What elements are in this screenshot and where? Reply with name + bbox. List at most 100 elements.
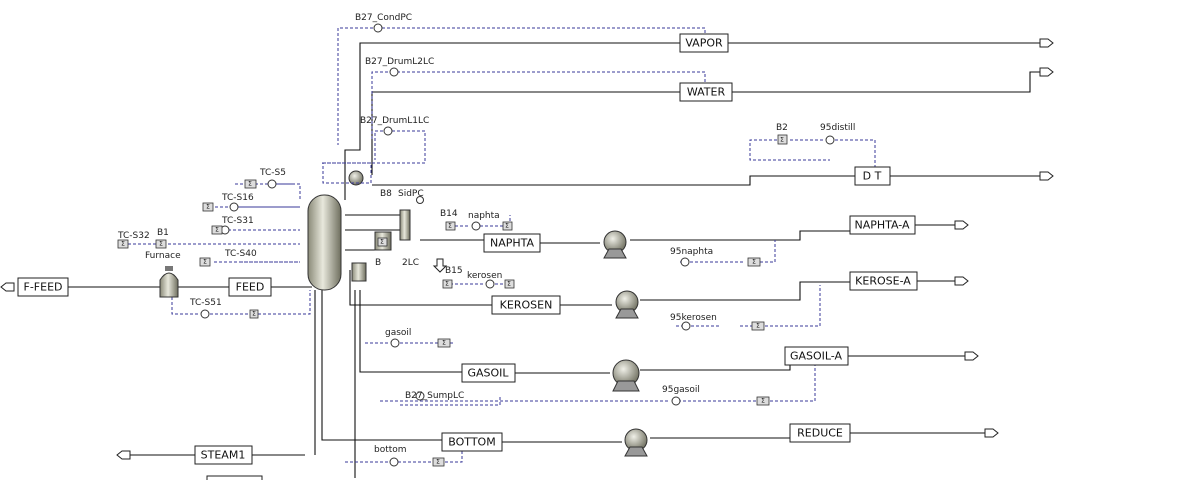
stream-box-vapor[interactable]: VAPOR (679, 33, 729, 53)
svg-text:GASOIL-A: GASOIL-A (790, 350, 843, 363)
outlet-arrow-reduce (984, 428, 999, 438)
inlet-arrow-b15 (432, 258, 448, 273)
svg-text:Σ: Σ (445, 281, 449, 288)
controller-gasoil[interactable] (390, 338, 400, 348)
svg-text:Σ: Σ (505, 223, 509, 230)
pump-gasoil[interactable] (612, 359, 640, 392)
controller-95kerosen[interactable] (681, 321, 691, 331)
controller-b27-druml1lc[interactable] (383, 126, 393, 136)
block-b1[interactable]: Σ (155, 239, 167, 249)
stream-box-water[interactable]: WATER (679, 82, 733, 102)
block-b8[interactable]: Σ (377, 237, 388, 247)
distillation-column[interactable] (307, 194, 342, 291)
block-tc-s5-sig[interactable]: Σ (244, 179, 257, 189)
label-b27-druml1lc: B27_DrumL1LC (360, 116, 429, 126)
controller-b27-condpc[interactable] (373, 23, 383, 33)
block-tc-s16-sig[interactable]: Σ (202, 202, 214, 212)
label-b27-druml2lc: B27_DrumL2LC (365, 57, 434, 67)
svg-text:NAPHTA: NAPHTA (490, 237, 535, 250)
label-bottom-ctrl: bottom (374, 445, 407, 455)
stream-box-naphta-a[interactable]: NAPHTA-A (849, 215, 916, 235)
controller-tc-s16[interactable] (229, 202, 239, 212)
controller-sidpc[interactable] (416, 196, 424, 204)
label-tc-s16: TC-S16 (221, 193, 254, 203)
label-gasoil-ctrl: gasoil (385, 328, 411, 338)
side-stripper-3[interactable] (351, 262, 367, 282)
label-95naphta: 95naphta (670, 247, 713, 257)
controller-95distill[interactable] (825, 135, 835, 145)
label-tc-s5: TC-S5 (259, 168, 286, 178)
block-b15[interactable]: Σ (442, 279, 453, 289)
stream-box-steam1[interactable]: STEAM1 (194, 445, 253, 465)
block-95kerosen-sig[interactable]: Σ (751, 321, 765, 331)
label-tc-s51: TC-S51 (189, 298, 222, 308)
controller-b27-sumplc[interactable] (415, 391, 425, 401)
stream-box-naphta[interactable]: NAPHTA (483, 233, 541, 253)
svg-text:BOTTOM: BOTTOM (448, 436, 495, 449)
label-b1: B1 (157, 228, 169, 238)
stream-box-kerose-a[interactable]: KEROSE-A (849, 271, 918, 291)
label-furnace: Furnace (145, 251, 181, 261)
label-2lc: 2LC (402, 258, 419, 268)
block-tc-s32[interactable]: Σ (117, 239, 129, 249)
stream-box-bottom[interactable]: BOTTOM (441, 432, 503, 452)
block-naphta-sig[interactable]: Σ (502, 221, 513, 231)
svg-text:FEED: FEED (236, 281, 265, 294)
inlet-arrow-feed (0, 282, 15, 292)
label-95kerosen: 95kerosen (670, 313, 717, 323)
svg-text:Σ: Σ (380, 239, 384, 246)
stream-box-f-feed[interactable]: F-FEED (17, 277, 69, 297)
svg-text:GASOIL: GASOIL (467, 367, 509, 380)
svg-text:REDUCE: REDUCE (797, 427, 843, 440)
block-tc-s40-sig[interactable]: Σ (199, 257, 211, 267)
label-b27-sumplc: B27_SumpLC (405, 391, 464, 401)
controller-naphta[interactable] (471, 221, 481, 231)
svg-text:NAPHTA-A: NAPHTA-A (854, 219, 910, 232)
svg-text:Σ: Σ (215, 227, 219, 234)
controller-b27-druml2lc[interactable] (389, 67, 399, 77)
block-tc-s51-sig[interactable]: Σ (249, 309, 259, 319)
svg-text:STEAM1: STEAM1 (201, 449, 246, 462)
svg-text:Σ: Σ (436, 459, 440, 466)
block-95gasoil-sig[interactable]: Σ (756, 396, 770, 406)
block-b2[interactable]: Σ (777, 134, 788, 145)
svg-text:KEROSE-A: KEROSE-A (855, 275, 911, 288)
furnace[interactable] (159, 266, 179, 298)
stream-box-gasoil-a[interactable]: GASOIL-A (784, 346, 849, 366)
side-stripper-1[interactable] (399, 209, 411, 241)
label-sidpc: SidPC (398, 189, 424, 199)
block-tc-s31-sig[interactable]: Σ (211, 225, 223, 235)
svg-text:Σ: Σ (248, 181, 252, 188)
pump-bottom[interactable] (624, 428, 648, 457)
stream-box-reduce[interactable]: REDUCE (789, 423, 851, 443)
block-gasoil-sig[interactable]: Σ (437, 338, 451, 348)
stream-box-dt[interactable]: D T (854, 166, 891, 186)
pump-kerosen[interactable] (615, 290, 639, 319)
stream-box-feed[interactable]: FEED (228, 277, 272, 297)
label-b8: B8 (380, 189, 392, 199)
stream-box-kerosen[interactable]: KEROSEN (491, 295, 561, 315)
outlet-arrows (0, 38, 1054, 460)
svg-text:Σ: Σ (159, 241, 163, 248)
label-b-small: B (375, 258, 381, 268)
stream-box-gasoil[interactable]: GASOIL (461, 363, 516, 383)
svg-text:Σ: Σ (442, 340, 446, 347)
block-b14[interactable]: Σ (445, 221, 456, 231)
outlet-arrow-water (1039, 67, 1054, 77)
controller-bottom[interactable] (389, 457, 399, 467)
inlet-arrow-steam (116, 450, 131, 460)
condenser-drum[interactable] (322, 162, 372, 186)
controller-95naphta[interactable] (680, 257, 690, 267)
controller-95gasoil[interactable] (671, 396, 681, 406)
block-95naphta-sig[interactable]: Σ (747, 257, 761, 267)
controller-kerosen[interactable] (485, 279, 495, 289)
stream-box-partial[interactable] (206, 475, 263, 480)
block-bottom-sig[interactable]: Σ (432, 457, 445, 467)
block-kerosen-sig[interactable]: Σ (504, 279, 515, 289)
svg-text:Σ: Σ (507, 281, 511, 288)
process-streams (40, 42, 1040, 478)
controller-tc-s5[interactable] (267, 179, 277, 189)
controller-tc-s51[interactable] (200, 309, 210, 319)
pump-naphta[interactable] (603, 230, 627, 259)
label-b2: B2 (776, 123, 788, 133)
